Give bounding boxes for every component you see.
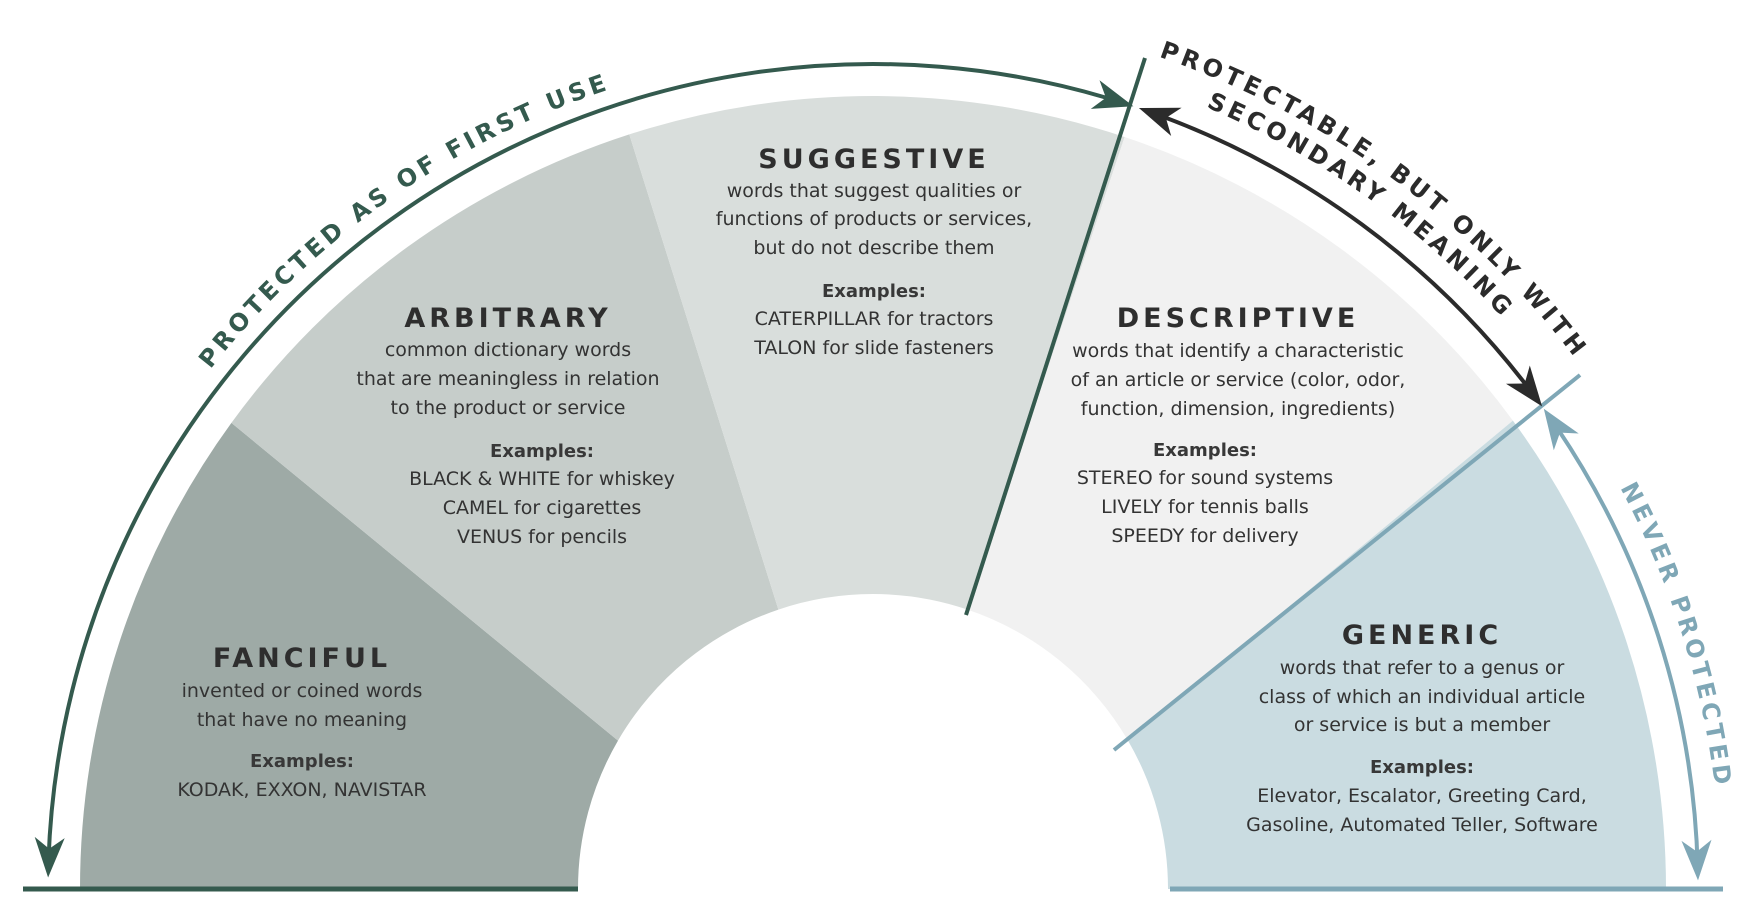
example-item: CATERPILLAR for tractors — [755, 308, 994, 330]
sector-suggestive — [629, 96, 1125, 610]
sector-arbitrary — [231, 134, 779, 741]
sector-descriptive — [967, 137, 1513, 741]
category-title: SUGGESTIVE — [758, 144, 989, 175]
category-description-line: but do not describe them — [753, 237, 994, 259]
example-item: Gasoline, Automated Teller, Software — [1246, 814, 1598, 836]
category-fanciful: FANCIFUL invented or coined words that h… — [177, 643, 426, 801]
category-description-line: or service is but a member — [1294, 714, 1551, 736]
example-item: KODAK, EXXON, NAVISTAR — [177, 779, 426, 801]
example-item: SPEEDY for delivery — [1111, 525, 1298, 547]
arrowhead-down-icon — [34, 836, 65, 878]
divider-protected-secondary — [964, 57, 1147, 616]
category-title: ARBITRARY — [404, 303, 611, 334]
examples-label: Examples: — [822, 281, 926, 302]
category-description-line: words that refer to a genus or — [1280, 657, 1565, 679]
category-generic: GENERIC words that refer to a genus or c… — [1246, 620, 1598, 836]
category-title: FANCIFUL — [213, 643, 391, 674]
category-description-line: words that suggest qualities or — [727, 180, 1022, 202]
category-title: DESCRIPTIVE — [1117, 303, 1360, 334]
arrow-secondary-span — [1161, 114, 1527, 385]
sector-generic — [1128, 420, 1666, 889]
category-descriptive: DESCRIPTIVE words that identify a charac… — [1071, 303, 1406, 547]
examples-label: Examples: — [1370, 757, 1474, 778]
category-arbitrary: ARBITRARY common dictionary words that a… — [356, 303, 675, 548]
category-description-line: that have no meaning — [197, 709, 407, 731]
category-description-line: functions of products or services, — [716, 208, 1032, 230]
arrow-never-span — [1555, 426, 1700, 868]
category-description-line: class of which an individual article — [1259, 686, 1586, 708]
category-title: GENERIC — [1342, 620, 1502, 651]
sectors — [80, 96, 1666, 889]
sector-fanciful — [80, 422, 618, 889]
arrowhead-up-icon — [1543, 408, 1579, 451]
category-description-line: function, dimension, ingredients) — [1081, 398, 1396, 420]
divider-secondary-never — [1112, 373, 1582, 752]
example-item: CAMEL for cigarettes — [443, 497, 641, 519]
example-item: VENUS for pencils — [457, 526, 627, 548]
category-description-line: of an article or service (color, odor, — [1071, 369, 1406, 391]
example-item: STEREO for sound systems — [1077, 467, 1333, 489]
category-suggestive: SUGGESTIVE words that suggest qualities … — [716, 144, 1032, 359]
examples-label: Examples: — [490, 441, 594, 462]
category-description-line: words that identify a characteristic — [1072, 340, 1404, 362]
category-description-line: to the product or service — [391, 397, 626, 419]
arrowhead-down-right-icon — [1506, 365, 1543, 407]
examples-label: Examples: — [1153, 440, 1257, 461]
category-description-line: that are meaningless in relation — [356, 368, 659, 390]
example-item: TALON for slide fasteners — [753, 337, 993, 359]
category-description-line: common dictionary words — [385, 339, 631, 361]
arrowhead-down-icon — [1681, 839, 1712, 881]
arrow-protected-span — [46, 62, 1108, 861]
arrowhead-left-icon — [1138, 107, 1182, 136]
example-item: BLACK & WHITE for whiskey — [409, 468, 675, 490]
arrowhead-right-icon — [1090, 80, 1134, 109]
example-item: Elevator, Escalator, Greeting Card, — [1257, 785, 1587, 807]
examples-label: Examples: — [250, 751, 354, 772]
example-item: LIVELY for tennis balls — [1101, 496, 1309, 518]
category-description-line: invented or coined words — [182, 680, 423, 702]
